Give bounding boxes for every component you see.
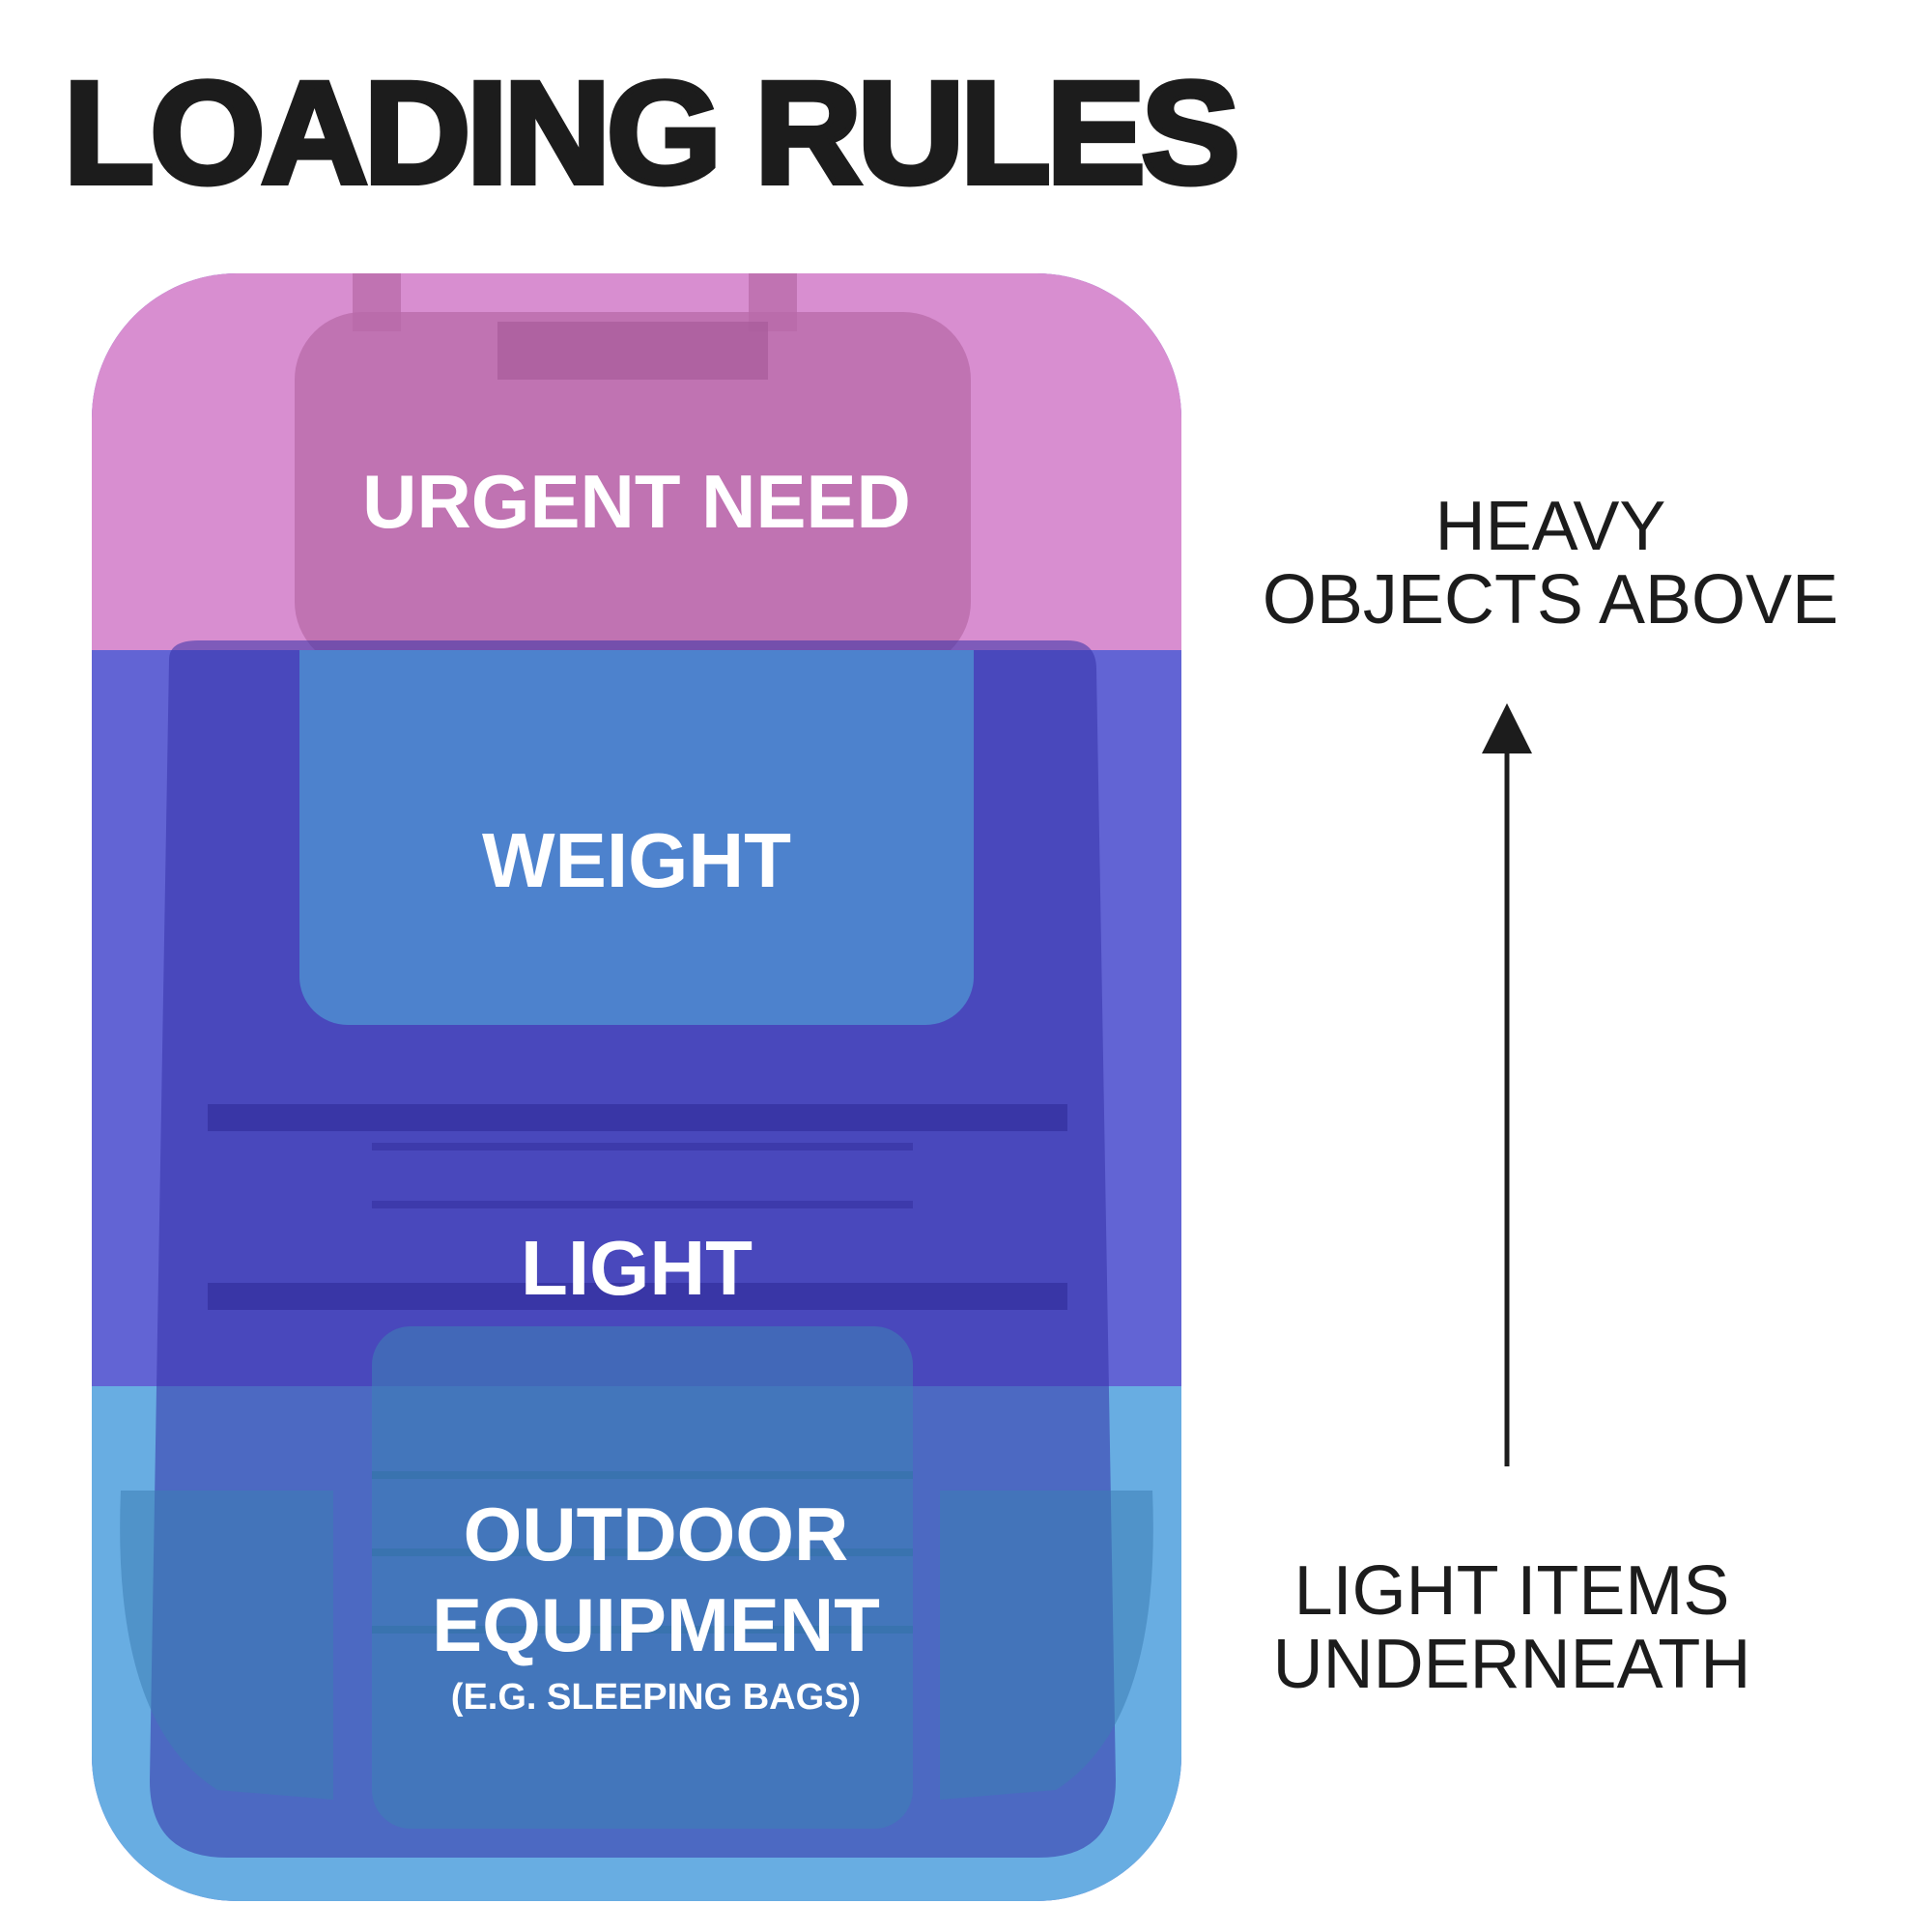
label-light: LIGHT: [521, 1225, 753, 1311]
light-items-underneath: LIGHT ITEMS UNDERNEATH: [1236, 1552, 1787, 1703]
light-line-2: UNDERNEATH: [1272, 1625, 1751, 1703]
zone-weight: [299, 650, 974, 1025]
page-title: LOADING RULES: [61, 51, 1243, 213]
heavy-line-1: HEAVY: [1435, 488, 1666, 565]
label-weight: WEIGHT: [482, 817, 791, 903]
heavy-line-2: OBJECTS ABOVE: [1262, 560, 1839, 639]
heavy-objects-above: HEAVY OBJECTS ABOVE: [1251, 488, 1850, 639]
loading-diagram: URGENT NEED WEIGHT LIGHT OUTDOOR EQUIPME…: [92, 273, 1181, 1901]
light-line-1: LIGHT ITEMS: [1293, 1552, 1730, 1630]
label-equipment-note: (E.G. SLEEPING BAGS): [450, 1677, 862, 1718]
label-urgent-need: URGENT NEED: [362, 459, 911, 544]
arrow-up-icon: [1482, 703, 1532, 1466]
label-outdoor: OUTDOOR: [463, 1492, 849, 1577]
label-equipment: EQUIPMENT: [432, 1582, 880, 1667]
